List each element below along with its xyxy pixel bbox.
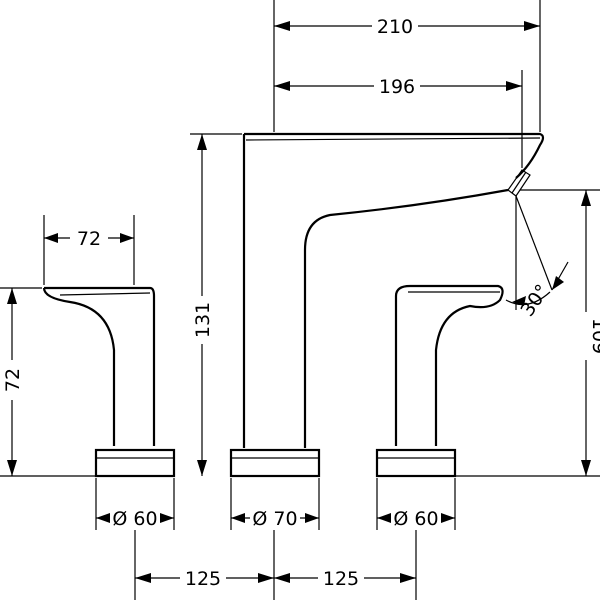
dimension-label-109: 109 [588,318,600,354]
dimension-outlet-height: 109 [520,189,600,476]
dimension-label-131: 131 [192,302,214,338]
dimension-spacing-left: 125 [135,566,274,590]
dimension-label-30-degrees: 30° [516,280,553,320]
dimension-label-196: 196 [379,76,415,98]
dimension-right-base-diameter: Ø 60 [377,506,455,530]
dimension-label-210: 210 [377,16,413,38]
dimension-label-diameter-60-right: Ø 60 [393,508,438,530]
dimension-label-72-horizontal: 72 [77,228,101,250]
right-handle [375,284,504,478]
dimension-label-diameter-60-left: Ø 60 [112,508,157,530]
dimension-spout-length: 196 [274,74,522,98]
dimension-spout-base-diameter: Ø 70 [231,506,319,530]
dimension-overall-length: 210 [274,14,540,38]
dimension-label-125-left: 125 [185,568,221,590]
dimension-label-72-vertical: 72 [2,368,24,392]
dimension-label-125-right: 125 [323,568,359,590]
dimension-handle-height: 72 [0,287,42,476]
dimension-spacing-right: 125 [274,566,416,590]
spout [229,132,545,478]
dimension-handle-length: 72 [43,215,135,285]
dimension-spout-height: 131 [190,133,242,476]
left-handle [42,286,176,478]
dimension-left-base-diameter: Ø 60 [96,506,174,530]
dimension-label-diameter-70: Ø 70 [252,508,297,530]
dimension-outlet-angle: 30° [505,195,569,321]
